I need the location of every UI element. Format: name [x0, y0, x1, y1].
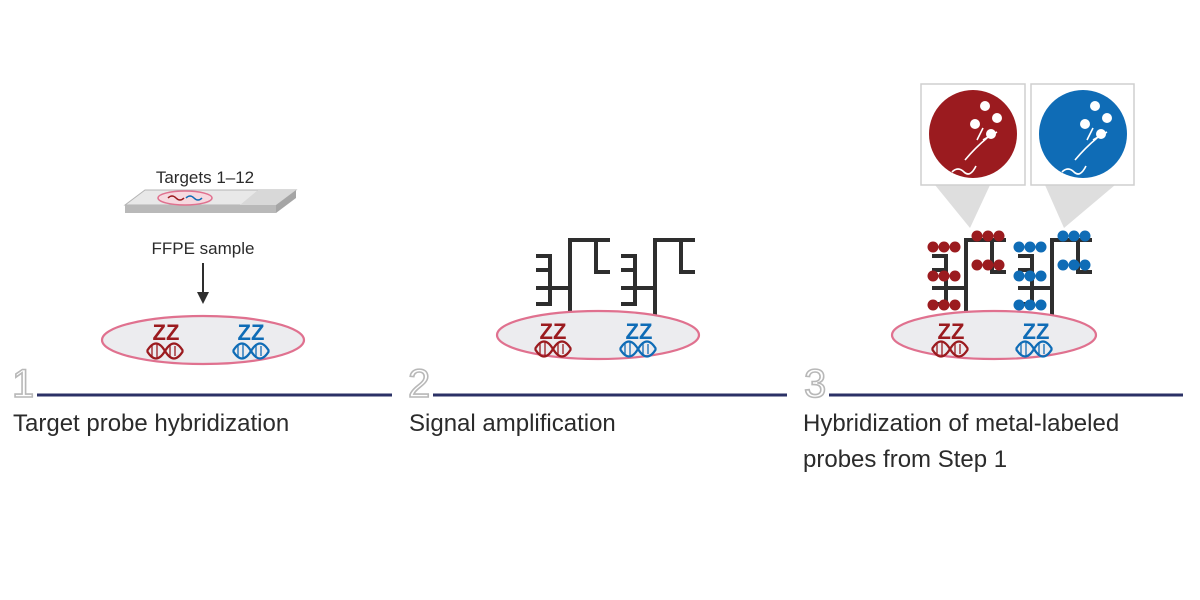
step-2: ZZ ZZ 2 Signal amplification [407, 238, 787, 437]
cell-ellipse [890, 309, 1098, 361]
step-number: 2 [408, 362, 430, 406]
step-title-line-2: probes from Step 1 [803, 446, 1007, 473]
metal-probe-blue-icon [1039, 90, 1127, 178]
metal-label-callout-red [920, 83, 1026, 228]
sample-label: FFPE sample [152, 239, 255, 258]
slide-icon [123, 189, 298, 213]
cell-ellipse [100, 314, 306, 366]
cell-ellipse [495, 309, 701, 361]
step-number: 3 [804, 362, 826, 406]
probe-blue: ZZ [1023, 319, 1050, 344]
step-title: Target probe hybridization [13, 410, 289, 437]
probe-blue: ZZ [238, 320, 265, 345]
metal-label-callout-blue [1030, 83, 1135, 228]
step-3: ZZ ZZ 3 Hybridization of metal-labeled p… [803, 83, 1183, 473]
metal-probe-red-icon [929, 90, 1017, 178]
probe-blue: ZZ [626, 319, 653, 344]
step-title-line-1: Hybridization of metal-labeled [803, 410, 1119, 437]
probe-red: ZZ [153, 320, 180, 345]
down-arrow-icon [197, 263, 209, 304]
probe-red: ZZ [540, 319, 567, 344]
targets-label: Targets 1–12 [156, 168, 254, 187]
probe-red: ZZ [938, 319, 965, 344]
step-1: Targets 1–12 FFPE sample ZZ ZZ 1 Target … [11, 168, 392, 437]
step-number: 1 [12, 362, 34, 406]
step-title: Signal amplification [409, 410, 616, 437]
